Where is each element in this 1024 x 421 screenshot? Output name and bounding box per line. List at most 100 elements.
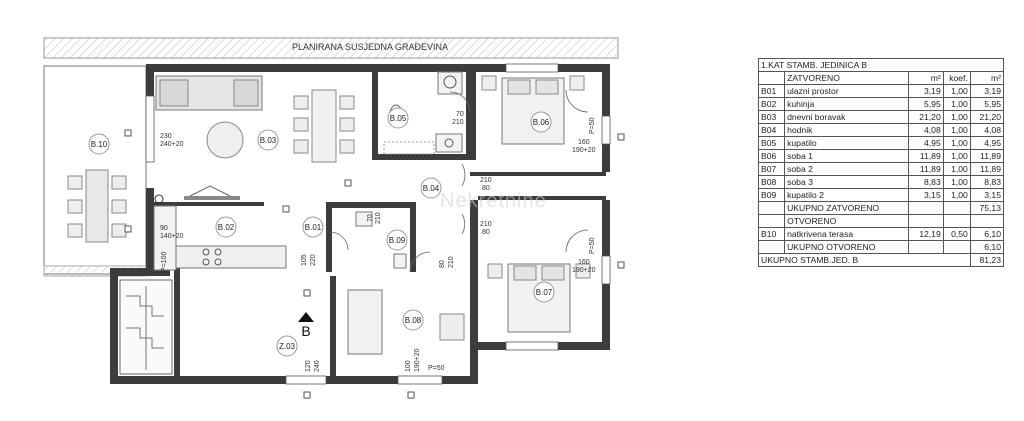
row-name: natkrivena terasa [784,227,909,241]
row-code: B09 [757,188,786,202]
sum-open-value: 6,10 [969,240,1005,254]
header-total: m² [969,71,1005,85]
header-koef: koef. [942,71,971,85]
dim-210d: 210 [480,221,492,228]
bed-b08 [347,289,383,355]
room-label-b02: B.02 [218,223,235,232]
sum-open-label: UKUPNO OTVORENO [784,240,909,254]
table-header-row: ZATVORENO m² koef. m² [757,71,1005,85]
row-total: 6,10 [969,227,1005,241]
dim-105: 105 [301,254,308,266]
room-label-b08: B.08 [405,316,422,325]
row-name: soba 2 [784,162,909,176]
row-m2: 8,83 [907,175,944,189]
room-label-b09: B.09 [389,236,406,245]
table-row: B01 ulazni prostor 3,19 1,00 3,19 [757,84,1005,98]
dining-table [311,89,337,163]
dim-190-20c: 190+20 [414,348,421,372]
row-name: ulazni prostor [784,84,909,98]
row-code: B07 [757,162,786,176]
entrance-arrow [298,312,314,322]
row-name: soba 3 [784,175,909,189]
table-row: B02 kuhinja 5,95 1,00 5,95 [757,97,1005,111]
table-row: B03 dnevni boravak 21,20 1,00 21,20 [757,110,1005,124]
row-total: 4,08 [969,123,1005,137]
dim-80e: 80 [439,260,446,268]
dim-240: 240 [314,360,321,372]
room-label-b04: B.04 [423,184,440,193]
sum-closed-value: 75,13 [969,201,1005,215]
row-koef: 1,00 [942,84,971,98]
dim-190-20a: 190+20 [572,147,596,154]
neighbor-building [43,37,619,59]
row-name: soba 1 [784,149,909,163]
table-row: B06 soba 1 11,89 1,00 11,89 [757,149,1005,163]
row-m2: 5,95 [907,97,944,111]
room-label-b06: B.06 [533,118,550,127]
row-m2: 11,89 [907,162,944,176]
row-name: kupatilo 2 [784,188,909,202]
row-m2: 3,15 [907,188,944,202]
table-row: B05 kupatilo 4,95 1,00 4,95 [757,136,1005,150]
room-label-b10: B.10 [91,140,108,149]
round-rug [206,121,244,159]
dim-p50a: P=50 [589,117,596,134]
row-koef: 1,00 [942,123,971,137]
watermark: Nekretnine [440,190,547,212]
sum-closed-label: UKUPNO ZATVORENO [784,201,909,215]
row-name: kuhinja [784,97,909,111]
dim-190-20b: 190+20 [572,267,596,274]
row-koef: 1,00 [942,175,971,189]
row-total: 8,83 [969,175,1005,189]
room-label-b03: B.03 [260,136,277,145]
header-closed: ZATVORENO [784,71,909,85]
row-total: 3,15 [969,188,1005,202]
row-koef: 1,00 [942,188,971,202]
table-row: B10 natkrivena terasa 12,19 0,50 6,10 [757,227,1005,241]
row-total: 21,20 [969,110,1005,124]
dim-210e: 210 [448,256,455,268]
dim-120: 120 [305,360,312,372]
row-total: 11,89 [969,149,1005,163]
dim-210c: 210 [375,212,382,224]
sum-closed-row: UKUPNO ZATVORENO 75,13 [757,201,1005,215]
dim-140-20: 140+20 [160,233,184,240]
open-label: OTVORENO [784,214,909,228]
row-code: B01 [757,84,786,98]
room-label-b07: B.07 [536,288,553,297]
row-m2: 11,89 [907,149,944,163]
row-m2: 12,19 [907,227,944,241]
open-header-row: OTVORENO [757,214,1005,228]
row-code: B03 [757,110,786,124]
dim-160a: 160 [578,139,590,146]
dim-80b: 80 [482,185,490,192]
table-row: B07 soba 2 11,89 1,00 11,89 [757,162,1005,176]
entrance-letter: B [301,323,310,339]
row-m2: 3,19 [907,84,944,98]
row-code: B10 [757,227,786,241]
table-title-row: 1.KAT STAMB. JEDINICA B [758,58,1004,72]
dim-210a: 210 [452,119,464,126]
area-table: 1.KAT STAMB. JEDINICA B ZATVORENO m² koe… [757,58,1005,267]
header-m2: m² [907,71,944,85]
dim-230: 230 [160,133,172,140]
row-koef: 1,00 [942,149,971,163]
row-m2: 4,08 [907,123,944,137]
row-m2: 4,95 [907,136,944,150]
dim-210b: 210 [480,177,492,184]
dim-220: 220 [310,254,317,266]
sum-total-row: UKUPNO STAMB.JED. B 81,23 [758,253,1005,267]
room-label-b01: B.01 [305,223,322,232]
floor-plan: PLANIRANA SUSJEDNA GRAĐEVINA [43,37,625,399]
row-koef: 1,00 [942,162,971,176]
dim-80d: 80 [482,229,490,236]
row-total: 3,19 [969,84,1005,98]
dim-100: 100 [405,360,412,372]
row-code: B02 [757,97,786,111]
row-total: 5,95 [969,97,1005,111]
room-label-z03: Z.03 [279,342,296,351]
dim-p50b: P=50 [589,237,596,254]
table-row: B08 soba 3 8,83 1,00 8,83 [757,175,1005,189]
row-total: 4,95 [969,136,1005,150]
dim-160b: 160 [578,259,590,266]
